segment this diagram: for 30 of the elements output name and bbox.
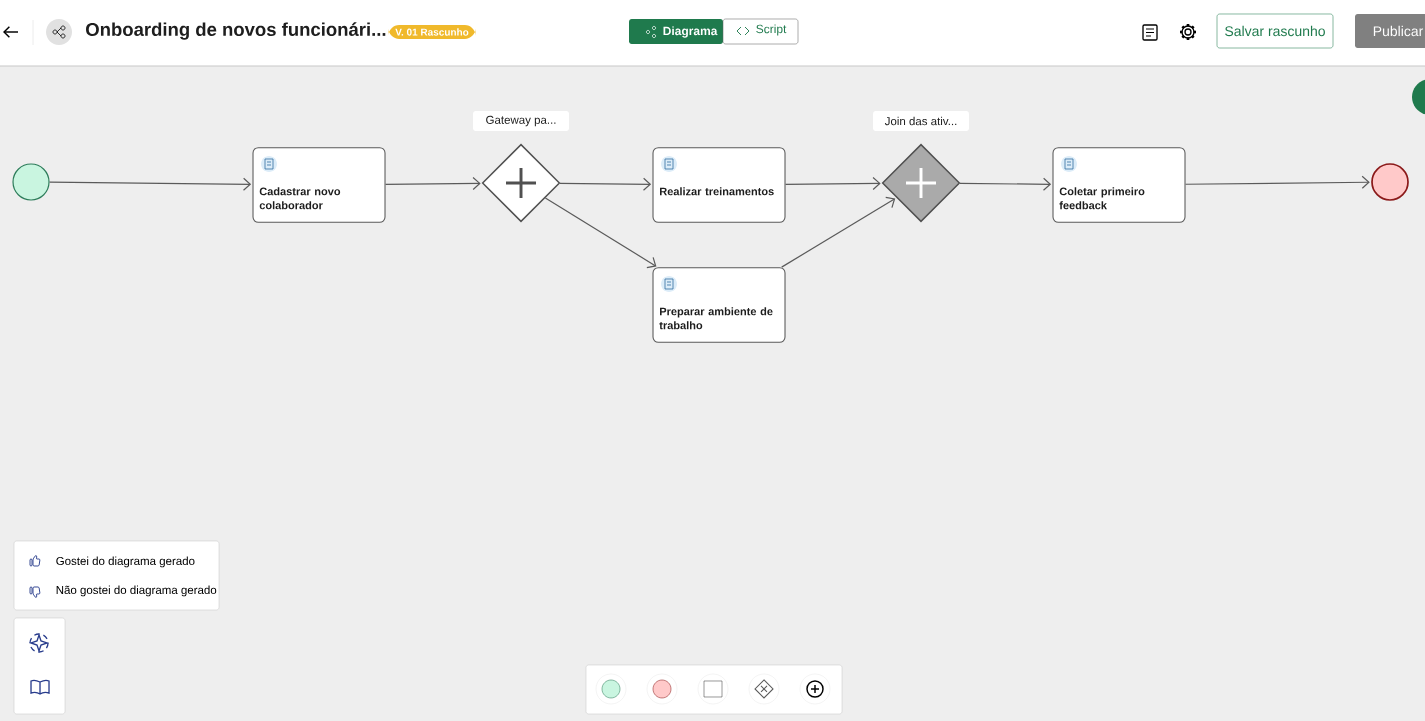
task-label: Preparar ambiente de trabalho	[659, 307, 773, 330]
name-tag: Join das ativ...	[873, 111, 969, 131]
task-box	[652, 267, 786, 343]
gateway-diamond	[481, 143, 561, 223]
arrow	[784, 176, 881, 191]
arrow	[781, 196, 896, 268]
task-box	[1052, 147, 1186, 223]
task-label: Coletar primeiro feedback	[1059, 187, 1145, 210]
arrow	[959, 177, 1052, 191]
task-box	[252, 147, 386, 223]
menu-option: Gostei do diagrama gerado	[56, 556, 195, 568]
event-circle	[1371, 163, 1409, 201]
menu-option: Não gostei do diagrama gerado	[56, 585, 217, 597]
event-circle	[12, 163, 50, 201]
arrow	[1184, 175, 1370, 189]
task-label: Realizar treinamentos	[660, 187, 774, 196]
arrow	[544, 197, 657, 269]
page-title: Onboarding de novos funcionári...	[86, 22, 386, 40]
diagram-tab: Diagrama	[629, 19, 723, 44]
task-label: Cadastrar novo colaborador	[259, 187, 341, 210]
publish-button: Publicar	[1355, 14, 1425, 48]
name-tag: Gateway pa...	[473, 111, 569, 131]
script-tab: Script	[722, 18, 799, 45]
arrow	[384, 176, 481, 191]
task-box	[652, 147, 786, 223]
gateway-diamond	[881, 143, 961, 223]
arrow	[559, 177, 652, 191]
save-draft-button: Salvar rascunho	[1216, 13, 1334, 49]
version-badge: V. 01 Rascunho	[388, 25, 476, 39]
arrow	[49, 177, 252, 191]
